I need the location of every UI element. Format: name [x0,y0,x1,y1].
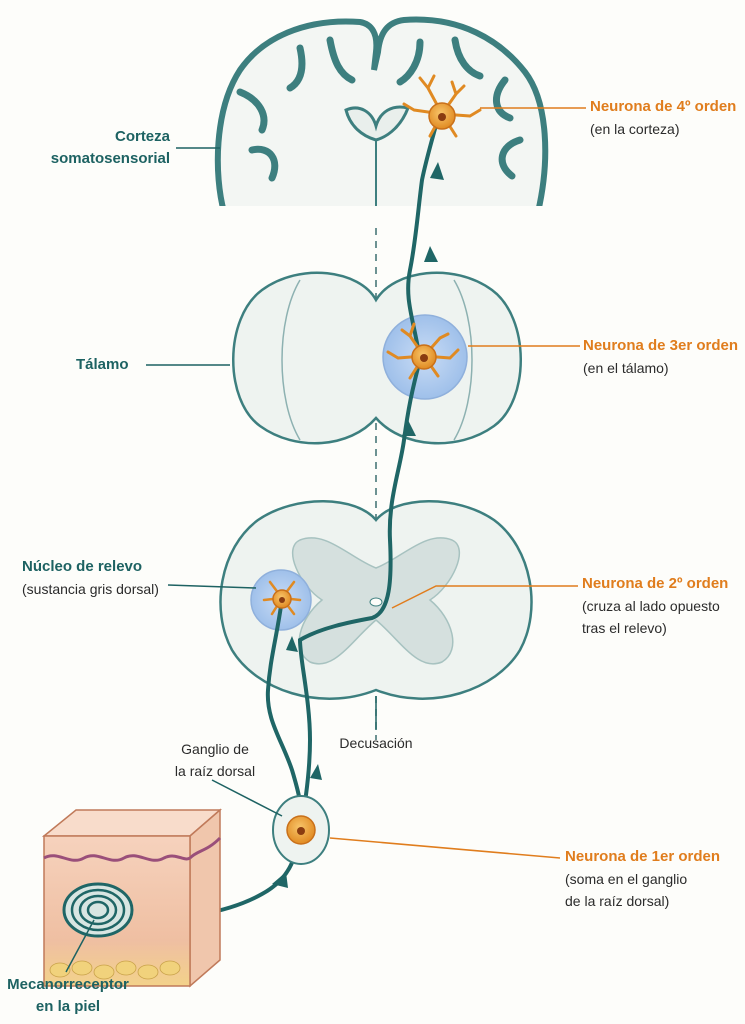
label-cortex-line1: Corteza [114,128,170,145]
label-cortex: Corteza somatosensorial [20,126,170,170]
label-neuron-4th-title: Neurona de 4º orden [590,98,737,115]
label-dorsal-root-ganglion: Ganglio de la raíz dorsal [160,738,270,782]
label-neuron-1st-sub1: (soma en el ganglio [565,871,688,887]
label-neuron-1st-title: Neurona de 1er orden [565,848,721,865]
label-neuron-3rd-sub: (en el tálamo) [583,360,669,376]
orange-leader-lines [329,107,586,859]
label-neuron-4th-sub: (en la corteza) [590,121,680,137]
mechanoreceptor [62,882,134,938]
label-neuron-2nd-sub2: tras el relevo) [582,620,667,636]
label-neuron-2nd-sub1: (cruza al lado opuesto [582,598,720,614]
direction-arrows [272,162,444,888]
spinal-cord-section [219,500,533,700]
label-relay-nucleus-title: Núcleo de relevo [22,558,143,575]
label-thalamus: Tálamo [76,356,129,373]
label-neuron-2nd-title: Neurona de 2º orden [582,575,729,592]
neuron-2nd-order [262,580,302,616]
label-neuron-4th: Neurona de 4º orden (en la corteza) [590,96,736,140]
label-neuron-1st: Neurona de 1er orden (soma en el ganglio… [565,846,720,912]
thalamus-section [232,271,522,445]
label-ganglion-line1: Ganglio de [181,741,249,757]
teal-leader-lines [65,147,377,973]
label-mechanoreceptor-line1: Mecanorreceptor [7,976,129,993]
cortex-section [210,16,550,220]
label-decussation: Decusación [339,735,413,751]
label-neuron-3rd-title: Neurona de 3er orden [583,337,739,354]
neuron-3rd-order [386,322,460,380]
skin-block [41,808,223,988]
label-neuron-3rd: Neurona de 3er orden (en el tálamo) [583,335,738,379]
label-mechanoreceptor-line2: en la piel [35,998,101,1015]
label-mechanoreceptor: Mecanorreceptor en la piel [2,974,134,1018]
label-neuron-1st-sub2: de la raíz dorsal) [565,893,670,909]
neuron-4th-order [402,74,482,138]
label-neuron-2nd: Neurona de 2º orden (cruza al lado opues… [582,573,728,639]
label-relay-nucleus: Núcleo de relevo (sustancia gris dorsal) [22,556,159,600]
label-cortex-line2: somatosensorial [50,150,170,167]
dorsal-root-ganglion [272,795,330,865]
label-relay-nucleus-sub: (sustancia gris dorsal) [22,581,159,597]
label-ganglion-line2: la raíz dorsal [174,763,256,779]
